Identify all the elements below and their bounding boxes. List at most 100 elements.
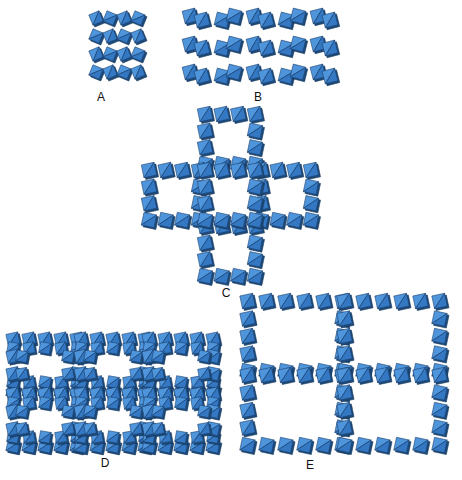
octahedron-face — [231, 215, 246, 228]
octahedron-face — [378, 367, 391, 382]
octahedron-face — [18, 422, 29, 435]
octahedron-face — [200, 235, 213, 250]
octahedron-face — [435, 367, 448, 382]
octahedron-face — [107, 344, 120, 355]
octahedron-face — [200, 179, 213, 194]
octahedron-face — [39, 399, 52, 410]
octahedron-face — [217, 162, 230, 177]
octahedron-face — [247, 182, 262, 195]
octahedron-face — [247, 198, 262, 211]
octahedron-face — [117, 33, 131, 43]
octahedron-face — [152, 407, 165, 418]
structure-label: D — [101, 456, 110, 470]
framework-b — [182, 8, 340, 86]
octahedron-face — [287, 215, 302, 228]
octahedron-face — [200, 140, 213, 155]
octahedron-face — [340, 311, 353, 326]
octahedron-face — [416, 293, 429, 308]
octahedron-face — [432, 314, 447, 327]
octahedron-face — [197, 215, 212, 228]
octahedron-face — [303, 182, 318, 195]
octahedron-face — [340, 367, 353, 382]
octahedron-face — [39, 433, 52, 444]
octahedron-face — [200, 367, 211, 380]
octahedron-face — [290, 67, 306, 80]
octahedron-face — [262, 367, 275, 382]
octahedron-face — [18, 367, 29, 380]
structure-label: A — [97, 90, 105, 104]
octahedron-face — [62, 352, 75, 363]
octahedron-face — [152, 352, 165, 363]
octahedron-face — [132, 422, 143, 435]
octahedron-face — [197, 271, 212, 284]
octahedron-face — [39, 344, 52, 355]
octahedron-face — [233, 106, 246, 121]
octahedron-face — [84, 352, 97, 363]
octahedron-face — [243, 293, 256, 308]
octahedron-face — [290, 39, 306, 52]
octahedron-face — [243, 385, 256, 400]
octahedron-face — [297, 440, 312, 453]
octahedron-face — [261, 40, 274, 56]
octahedron-face — [117, 69, 131, 79]
octahedron-face — [177, 162, 190, 177]
octahedron-face — [175, 399, 188, 410]
structure-label: E — [306, 458, 314, 472]
octahedron-face — [340, 346, 353, 361]
octahedron-face — [200, 106, 213, 121]
octahedron-face — [378, 293, 391, 308]
octahedron-face — [16, 407, 29, 418]
octahedron-face — [107, 29, 117, 43]
octahedron-face — [375, 440, 390, 453]
octahedron-face — [261, 12, 274, 28]
octahedron-face — [319, 293, 332, 308]
octahedron-face — [144, 162, 157, 177]
octahedron-face — [214, 215, 229, 228]
octahedron-face — [243, 367, 256, 382]
octahedron-face — [131, 15, 145, 25]
octahedron-face — [356, 440, 371, 453]
octahedron-face — [132, 367, 143, 380]
octahedron-face — [432, 405, 447, 418]
octahedron-face — [325, 12, 338, 28]
octahedron-face — [278, 440, 293, 453]
octahedron-face — [233, 162, 246, 177]
octahedron-face — [64, 422, 75, 435]
octahedron-face — [306, 162, 319, 177]
octahedron-face — [316, 440, 331, 453]
octahedron-face — [214, 271, 229, 284]
octahedron-face — [397, 293, 410, 308]
octahedron-face — [432, 388, 447, 401]
octahedron-face — [243, 402, 256, 417]
octahedron-face — [247, 271, 262, 284]
octahedron-face — [89, 33, 103, 43]
octahedron-face — [197, 40, 210, 56]
octahedron-face — [175, 433, 188, 444]
octahedron-face — [93, 47, 103, 61]
octahedron-face — [394, 440, 409, 453]
octahedron-face — [200, 196, 213, 211]
octahedron-face — [121, 11, 131, 25]
octahedron-face — [290, 11, 306, 24]
octahedron-face — [303, 215, 318, 228]
octahedron-face — [281, 293, 294, 308]
octahedron-face — [135, 29, 145, 43]
octahedron-face — [89, 69, 103, 79]
octahedron-face — [300, 293, 313, 308]
octahedron-face — [340, 293, 353, 308]
octahedron-face — [135, 65, 145, 79]
octahedron-face — [262, 293, 275, 308]
octahedron-face — [243, 311, 256, 326]
octahedron-face — [340, 385, 353, 400]
octahedron-face — [261, 68, 274, 84]
octahedron-face — [200, 123, 213, 138]
structure-label: B — [254, 90, 262, 104]
octahedron-face — [200, 162, 213, 177]
octahedron-face — [226, 39, 242, 52]
octahedron-face — [432, 440, 447, 453]
octahedron-face — [175, 344, 188, 355]
octahedron-face — [16, 352, 29, 363]
octahedron-face — [340, 420, 353, 435]
octahedron-face — [200, 252, 213, 267]
octahedron-face — [197, 12, 210, 28]
